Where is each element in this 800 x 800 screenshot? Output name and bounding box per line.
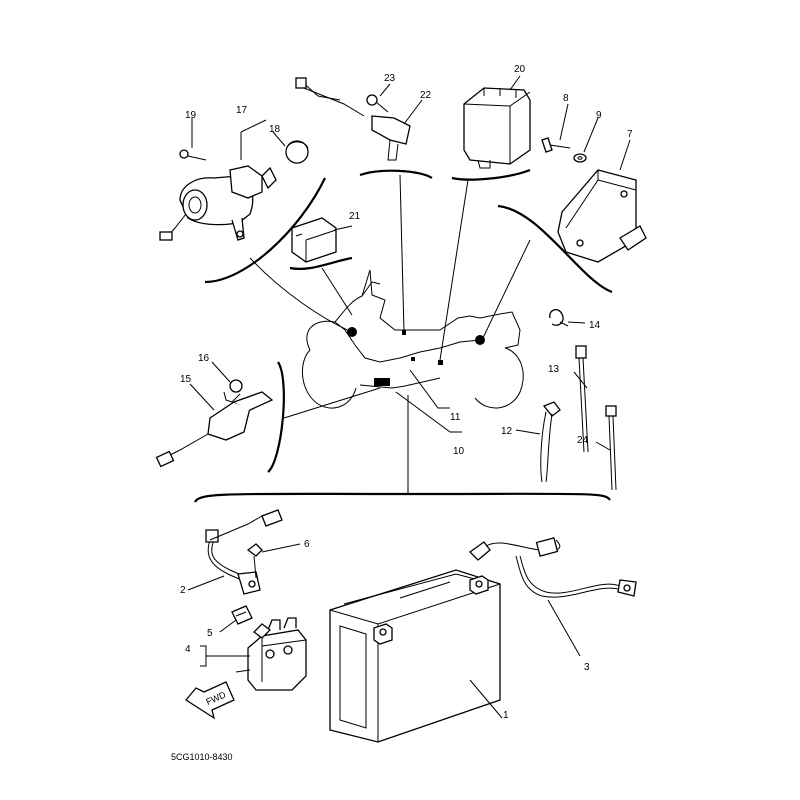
callout-5: 5 [207, 628, 213, 639]
callout-6: 6 [304, 539, 310, 550]
callout-22: 22 [420, 90, 432, 101]
callout-7: 7 [627, 129, 633, 140]
callout-17: 17 [236, 105, 248, 116]
callout-13: 13 [548, 364, 560, 375]
band-12 [515, 401, 561, 483]
callout-19: 19 [185, 110, 197, 121]
callout-23: 23 [384, 73, 396, 84]
cable-tie-24 [595, 405, 617, 491]
minus-lead-2 [187, 509, 301, 595]
callout-3: 3 [584, 662, 590, 673]
callout-11: 11 [450, 412, 461, 423]
callout-4: 4 [185, 644, 191, 655]
fwd-arrow-icon [185, 681, 235, 720]
callout-24: 24 [577, 435, 589, 446]
callout-14: 14 [589, 320, 601, 331]
callout-10: 10 [453, 446, 465, 457]
callout-8: 8 [563, 93, 569, 104]
drawing-code: 5CG1010-8430 [171, 752, 233, 762]
callout-21: 21 [349, 211, 361, 222]
clamp-14 [549, 308, 586, 327]
motorcycle-outline [301, 269, 524, 409]
callout-16: 16 [198, 353, 210, 364]
battery-lead-3 [468, 537, 637, 657]
callout-12: 12 [501, 426, 513, 437]
callout-9: 9 [596, 110, 602, 121]
callout-15: 15 [180, 374, 192, 385]
relay-21 [291, 217, 353, 263]
bracket-lines [194, 168, 613, 503]
battery-1 [329, 569, 503, 743]
cdi-unit-7 [541, 103, 647, 263]
starter-relay-4 [200, 605, 307, 691]
starter-harness-15 [155, 361, 274, 468]
sensor-22 [303, 83, 423, 161]
callout-18: 18 [269, 124, 281, 135]
callout-labels: 1 2 3 4 5 6 7 8 9 10 11 12 13 14 15 16 1… [180, 64, 633, 721]
callout-2: 2 [180, 585, 186, 596]
control-unit-20 [463, 75, 531, 169]
callout-1: 1 [503, 710, 509, 721]
callout-20: 20 [514, 64, 526, 75]
throttle-assembly [159, 77, 341, 241]
cable-tie-13 [573, 345, 589, 453]
